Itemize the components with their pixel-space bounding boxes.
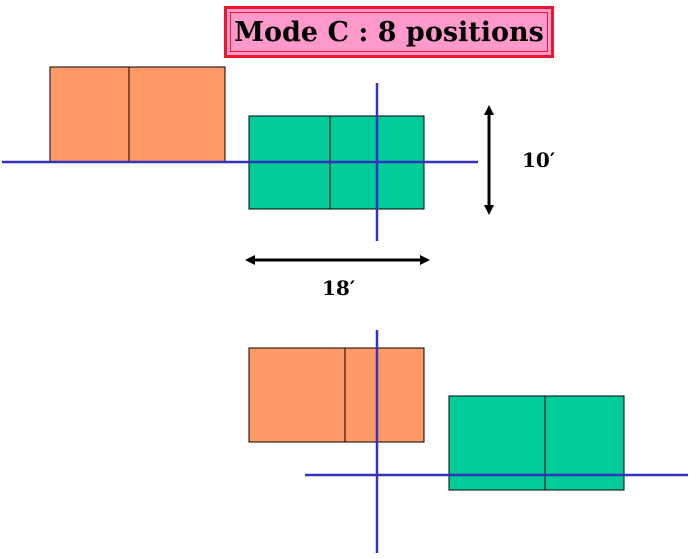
lower-orange-block <box>248 347 425 443</box>
height-dimension-label: 10′ <box>522 148 556 172</box>
upper-group <box>2 66 478 241</box>
lower-group <box>248 330 688 553</box>
width-dimension-label: 18′ <box>322 276 356 300</box>
upper-orange-block <box>49 66 226 163</box>
diagram-title: Mode C : 8 positions <box>234 16 544 48</box>
